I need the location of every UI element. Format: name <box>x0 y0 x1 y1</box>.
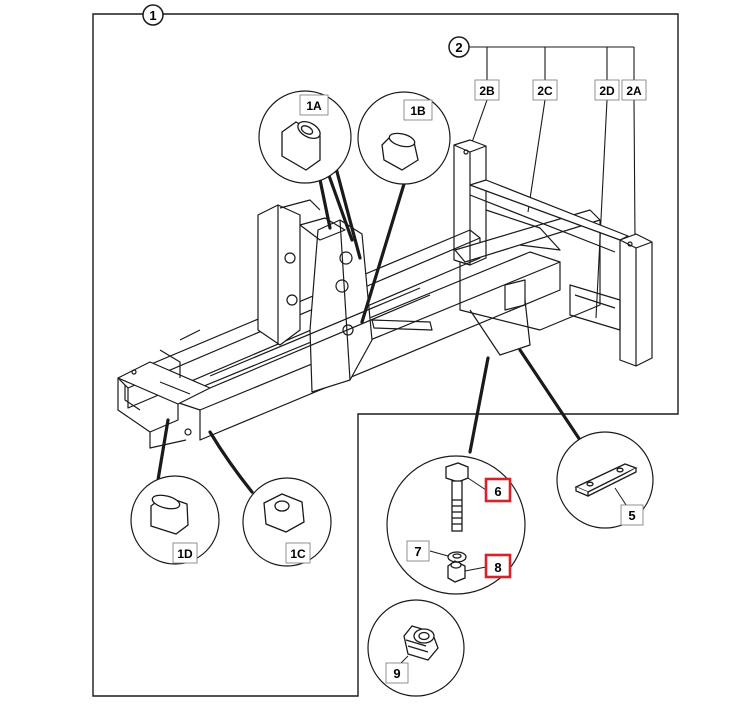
group-1-marker: 1 <box>142 4 164 26</box>
group-2-marker: 2 <box>448 36 470 58</box>
label-2B: 2B <box>474 79 500 101</box>
label-1C: 1C <box>290 547 306 561</box>
label-2C: 2C <box>532 79 558 101</box>
callout-1B-leaders <box>360 182 406 324</box>
label-2A: 2A <box>621 79 647 101</box>
label-2D: 2D <box>594 79 620 101</box>
bushing-1D-icon <box>150 494 189 535</box>
label-5: 5 <box>628 508 635 523</box>
callout-1A: 1A <box>258 90 352 184</box>
frame-drawing <box>117 139 653 449</box>
svg-text:2A: 2A <box>626 84 642 98</box>
label-6: 6 <box>494 484 501 499</box>
label-1B: 1B <box>410 104 426 118</box>
svg-text:2B: 2B <box>479 84 495 98</box>
callout-9: 9 <box>367 599 465 697</box>
callout-678: 6 7 8 <box>386 455 526 595</box>
highlight-6 <box>484 477 512 503</box>
callout-1B: 1B <box>357 91 451 185</box>
label-1D: 1D <box>177 547 193 561</box>
highlight-8 <box>484 553 512 579</box>
label-9: 9 <box>393 666 400 681</box>
label-7: 7 <box>414 544 421 559</box>
bolt-6-icon <box>445 462 469 532</box>
callout-678-leaders <box>468 356 490 454</box>
callout-1C: 1C <box>242 477 332 567</box>
bushing-1C-icon <box>263 493 305 533</box>
callout-5-leaders <box>518 348 582 442</box>
bushing-1A-icon <box>281 120 321 171</box>
group-2-label: 2 <box>455 40 462 55</box>
callout-1D: 1D <box>130 475 220 565</box>
label-1A: 1A <box>306 99 322 113</box>
group-1-label: 1 <box>149 8 156 23</box>
group-1-outline <box>92 13 679 697</box>
plug-9-icon <box>403 625 439 661</box>
svg-text:2D: 2D <box>599 84 615 98</box>
label-8: 8 <box>494 560 501 575</box>
svg-text:2C: 2C <box>537 84 553 98</box>
nut-8-icon <box>447 560 466 583</box>
washer-7-icon <box>447 551 467 563</box>
callout-5: 5 <box>556 431 654 529</box>
plate-5-icon <box>574 463 638 497</box>
group-2-leaders <box>469 46 636 319</box>
bushing-1B-icon <box>381 132 419 171</box>
callout-1D-leaders <box>156 418 170 482</box>
callout-1C-leaders <box>208 430 254 494</box>
